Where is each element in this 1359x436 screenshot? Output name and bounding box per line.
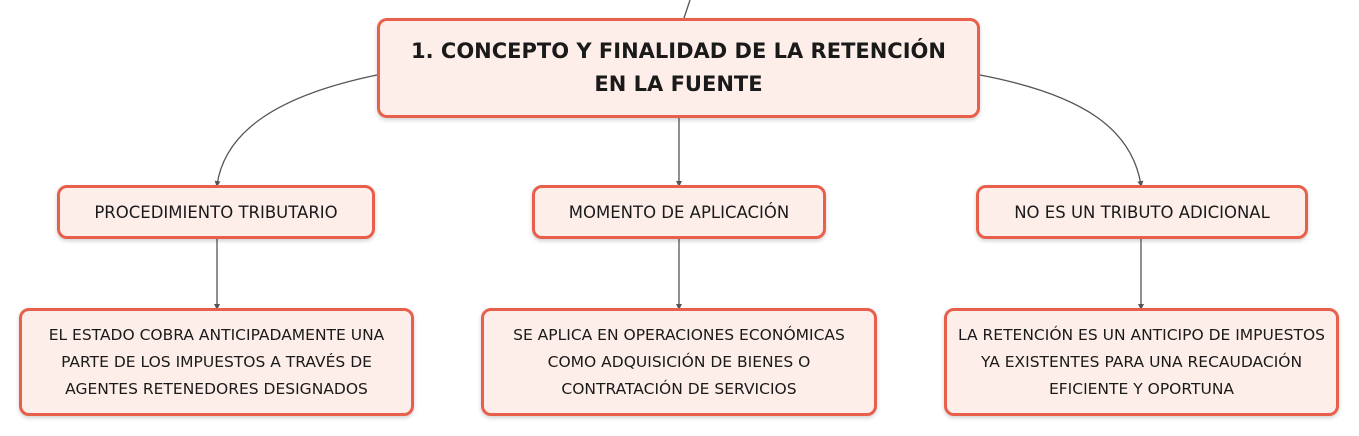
detail-text: SE APLICA EN OPERACIONES ECONÓMICAS COMO… xyxy=(513,325,845,398)
detail-text: EL ESTADO COBRA ANTICIPADAMENTE UNA PART… xyxy=(48,325,385,398)
detail-node-momento-de-aplicacion[interactable]: SE APLICA EN OPERACIONES ECONÓMICAS COMO… xyxy=(481,308,877,416)
connector-from-parent xyxy=(683,0,691,19)
branch-label: PROCEDIMIENTO TRIBUTARIO xyxy=(94,202,338,222)
branch-label: NO ES UN TRIBUTO ADICIONAL xyxy=(1014,202,1270,222)
detail-text: LA RETENCIÓN ES UN ANTICIPO DE IMPUESTOS… xyxy=(957,325,1326,398)
connector-root-to-branch-3 xyxy=(979,74,1144,187)
root-topic-node[interactable]: 1. CONCEPTO Y FINALIDAD DE LA RETENCIÓN … xyxy=(377,18,980,118)
root-topic-title: 1. CONCEPTO Y FINALIDAD DE LA RETENCIÓN … xyxy=(411,39,946,96)
branch-node-no-es-un-tributo-adicional[interactable]: NO ES UN TRIBUTO ADICIONAL xyxy=(976,185,1308,239)
detail-node-procedimiento-tributario[interactable]: EL ESTADO COBRA ANTICIPADAMENTE UNA PART… xyxy=(19,308,414,416)
branch-node-momento-de-aplicacion[interactable]: MOMENTO DE APLICACIÓN xyxy=(532,185,826,239)
branch-label: MOMENTO DE APLICACIÓN xyxy=(568,202,790,222)
branch-node-procedimiento-tributario[interactable]: PROCEDIMIENTO TRIBUTARIO xyxy=(57,185,375,239)
detail-node-no-es-un-tributo-adicional[interactable]: LA RETENCIÓN ES UN ANTICIPO DE IMPUESTOS… xyxy=(944,308,1339,416)
connector-root-to-branch-1 xyxy=(214,74,378,187)
